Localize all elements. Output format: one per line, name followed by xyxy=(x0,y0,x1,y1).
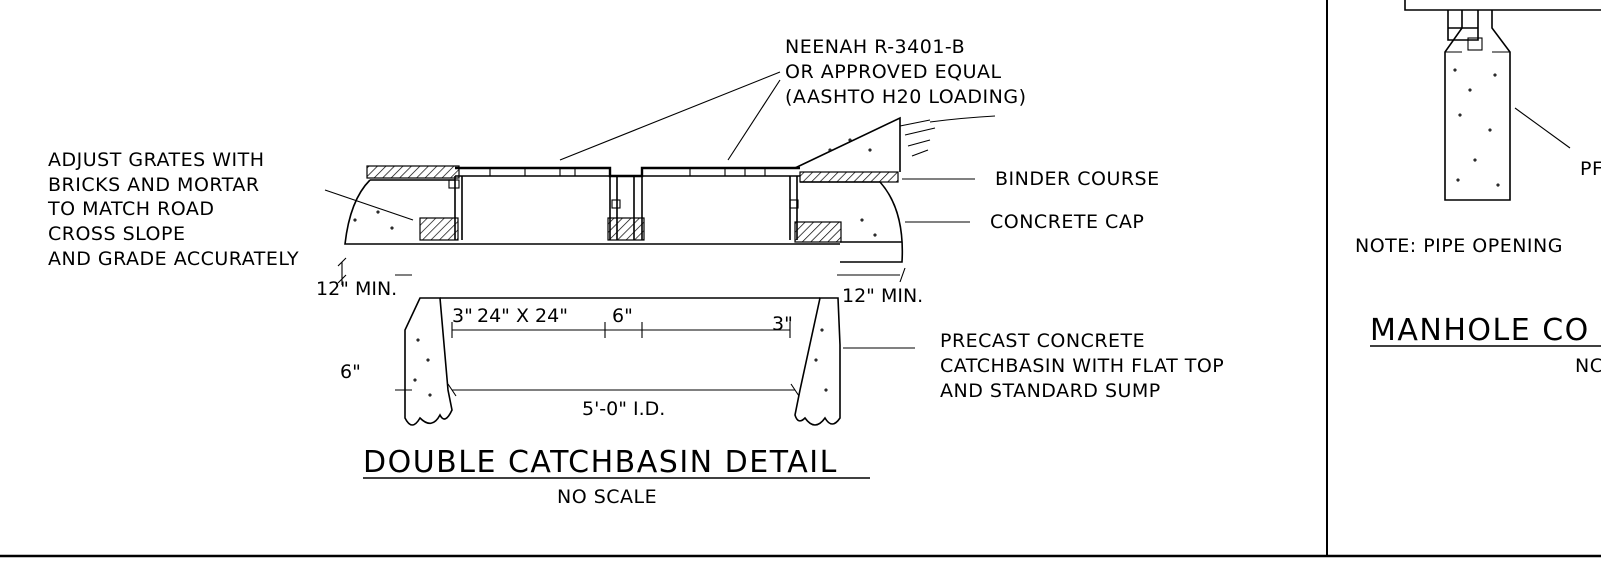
catchbasin-drawing: NEENAH R-3401-B OR APPROVED EQUAL (AASHT… xyxy=(47,36,1224,508)
adjust-note-line2: BRICKS AND MORTAR xyxy=(48,174,260,196)
precast-label-line1: PRECAST CONCRETE xyxy=(940,330,1145,352)
frame-callout-line2: OR APPROVED EQUAL xyxy=(785,61,1002,83)
dim-edge-left: 3" xyxy=(452,305,473,327)
dim-opening-line xyxy=(451,322,791,338)
manhole-title: MANHOLE CO xyxy=(1370,313,1590,348)
adjust-note-line3: TO MATCH ROAD xyxy=(47,198,215,220)
detail-title: DOUBLE CATCHBASIN DETAIL xyxy=(363,445,838,480)
brick-adjust-mid xyxy=(607,217,645,241)
precast-label-line2: CATCHBASIN WITH FLAT TOP xyxy=(940,355,1224,377)
dim-inside-line xyxy=(447,383,800,397)
dim-opening: 24" X 24" xyxy=(477,305,568,327)
pipe-opening-note: NOTE: PIPE OPENING xyxy=(1355,235,1563,257)
dim-wall: 6" xyxy=(340,361,361,383)
manhole-scale: NC xyxy=(1575,355,1601,377)
pavement-slope-right xyxy=(794,116,901,172)
dim-inside-diameter: 5'-0" I.D. xyxy=(582,398,665,420)
adjust-note-line4: CROSS SLOPE xyxy=(48,223,185,245)
leader-adjust xyxy=(324,189,414,221)
adjust-note-line1: ADJUST GRATES WITH xyxy=(48,149,265,171)
manhole-panel: PF NOTE: PIPE OPENING MANHOLE CO NC xyxy=(1355,0,1601,377)
concrete-cap-right xyxy=(800,181,904,263)
dim-gap: 6" xyxy=(612,305,633,327)
concrete-cap-label: CONCRETE CAP xyxy=(990,211,1144,233)
detail-scale: NO SCALE xyxy=(557,486,657,508)
basin-wall-left xyxy=(404,297,453,426)
basin-wall-right xyxy=(794,297,841,426)
binder-course-label: BINDER COURSE xyxy=(995,168,1160,190)
dim-min-left: 12" MIN. xyxy=(316,278,397,300)
frame-callout-line3: (AASHTO H20 LOADING) xyxy=(785,86,1027,108)
frame-callout-line1: NEENAH R-3401-B xyxy=(785,36,965,58)
manhole-wall xyxy=(1444,10,1511,201)
manhole-top-box xyxy=(1404,0,1601,11)
adjust-note-line5: AND GRADE ACCURATELY xyxy=(48,248,299,270)
manhole-riser xyxy=(1447,10,1479,41)
precast-label-line3: AND STANDARD SUMP xyxy=(940,380,1161,402)
pavement-left xyxy=(366,165,460,179)
dim-edge-right: 3" xyxy=(772,313,793,335)
pipe-leader xyxy=(1514,107,1571,149)
brick-adjust-right xyxy=(794,221,842,243)
pipe-label: PF xyxy=(1580,158,1601,180)
binder-course-right xyxy=(799,171,899,183)
brick-adjust-left xyxy=(419,217,459,241)
grate-frame xyxy=(455,166,800,178)
concrete-cap-left xyxy=(344,179,455,245)
leader-frame-1 xyxy=(559,71,781,161)
dim-min-right: 12" MIN. xyxy=(842,285,923,307)
leader-frame-2 xyxy=(727,79,781,161)
